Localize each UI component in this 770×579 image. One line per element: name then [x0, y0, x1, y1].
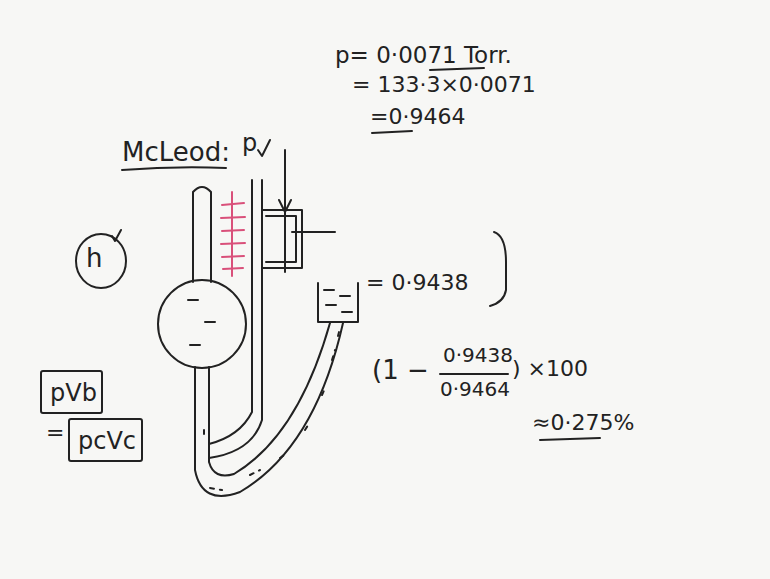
- label: 0·9464: [440, 378, 510, 401]
- label: ) ×100: [512, 356, 588, 381]
- underline: [430, 68, 484, 70]
- bulb: [158, 280, 246, 368]
- hose: [209, 323, 330, 476]
- label: p: [242, 130, 257, 158]
- title: McLeod:: [122, 138, 230, 168]
- label: =: [46, 420, 64, 445]
- node-text: pVb: [50, 380, 93, 408]
- bulb-shading: [188, 300, 215, 345]
- reservoir: [318, 283, 358, 322]
- equation-box: pcVc: [68, 418, 143, 462]
- underline: [122, 167, 226, 170]
- comparison-tube: [209, 180, 252, 444]
- bracket: [490, 232, 506, 306]
- hose: [195, 323, 343, 496]
- arrow-head: [279, 200, 291, 212]
- mercury-dashes: [204, 328, 340, 490]
- node-text: pcVc: [78, 428, 133, 456]
- label: = 133·3×0·0071: [352, 72, 536, 97]
- variable-circle: h: [74, 232, 128, 290]
- reservoir-liquid: [324, 290, 352, 312]
- scale-marks: [221, 192, 245, 276]
- label: p= 0·0071 Torr.: [335, 42, 512, 68]
- equation-box: pVb: [40, 370, 103, 414]
- underline: [540, 438, 600, 440]
- node-text: h: [86, 244, 116, 274]
- connector-pipe: [262, 210, 302, 268]
- comparison-tube: [209, 180, 262, 458]
- connector-pipe: [266, 216, 296, 262]
- closed-tube: [193, 187, 211, 282]
- fraction-line: [440, 373, 508, 375]
- tick: [258, 140, 270, 156]
- label: = 0·9438: [366, 270, 468, 295]
- underline: [372, 131, 412, 133]
- label: 0·9438: [443, 344, 513, 367]
- label: (1 −: [372, 356, 429, 386]
- pointer-line: [292, 231, 335, 233]
- label: =0·9464: [370, 104, 465, 129]
- label: ≈0·275%: [532, 410, 634, 435]
